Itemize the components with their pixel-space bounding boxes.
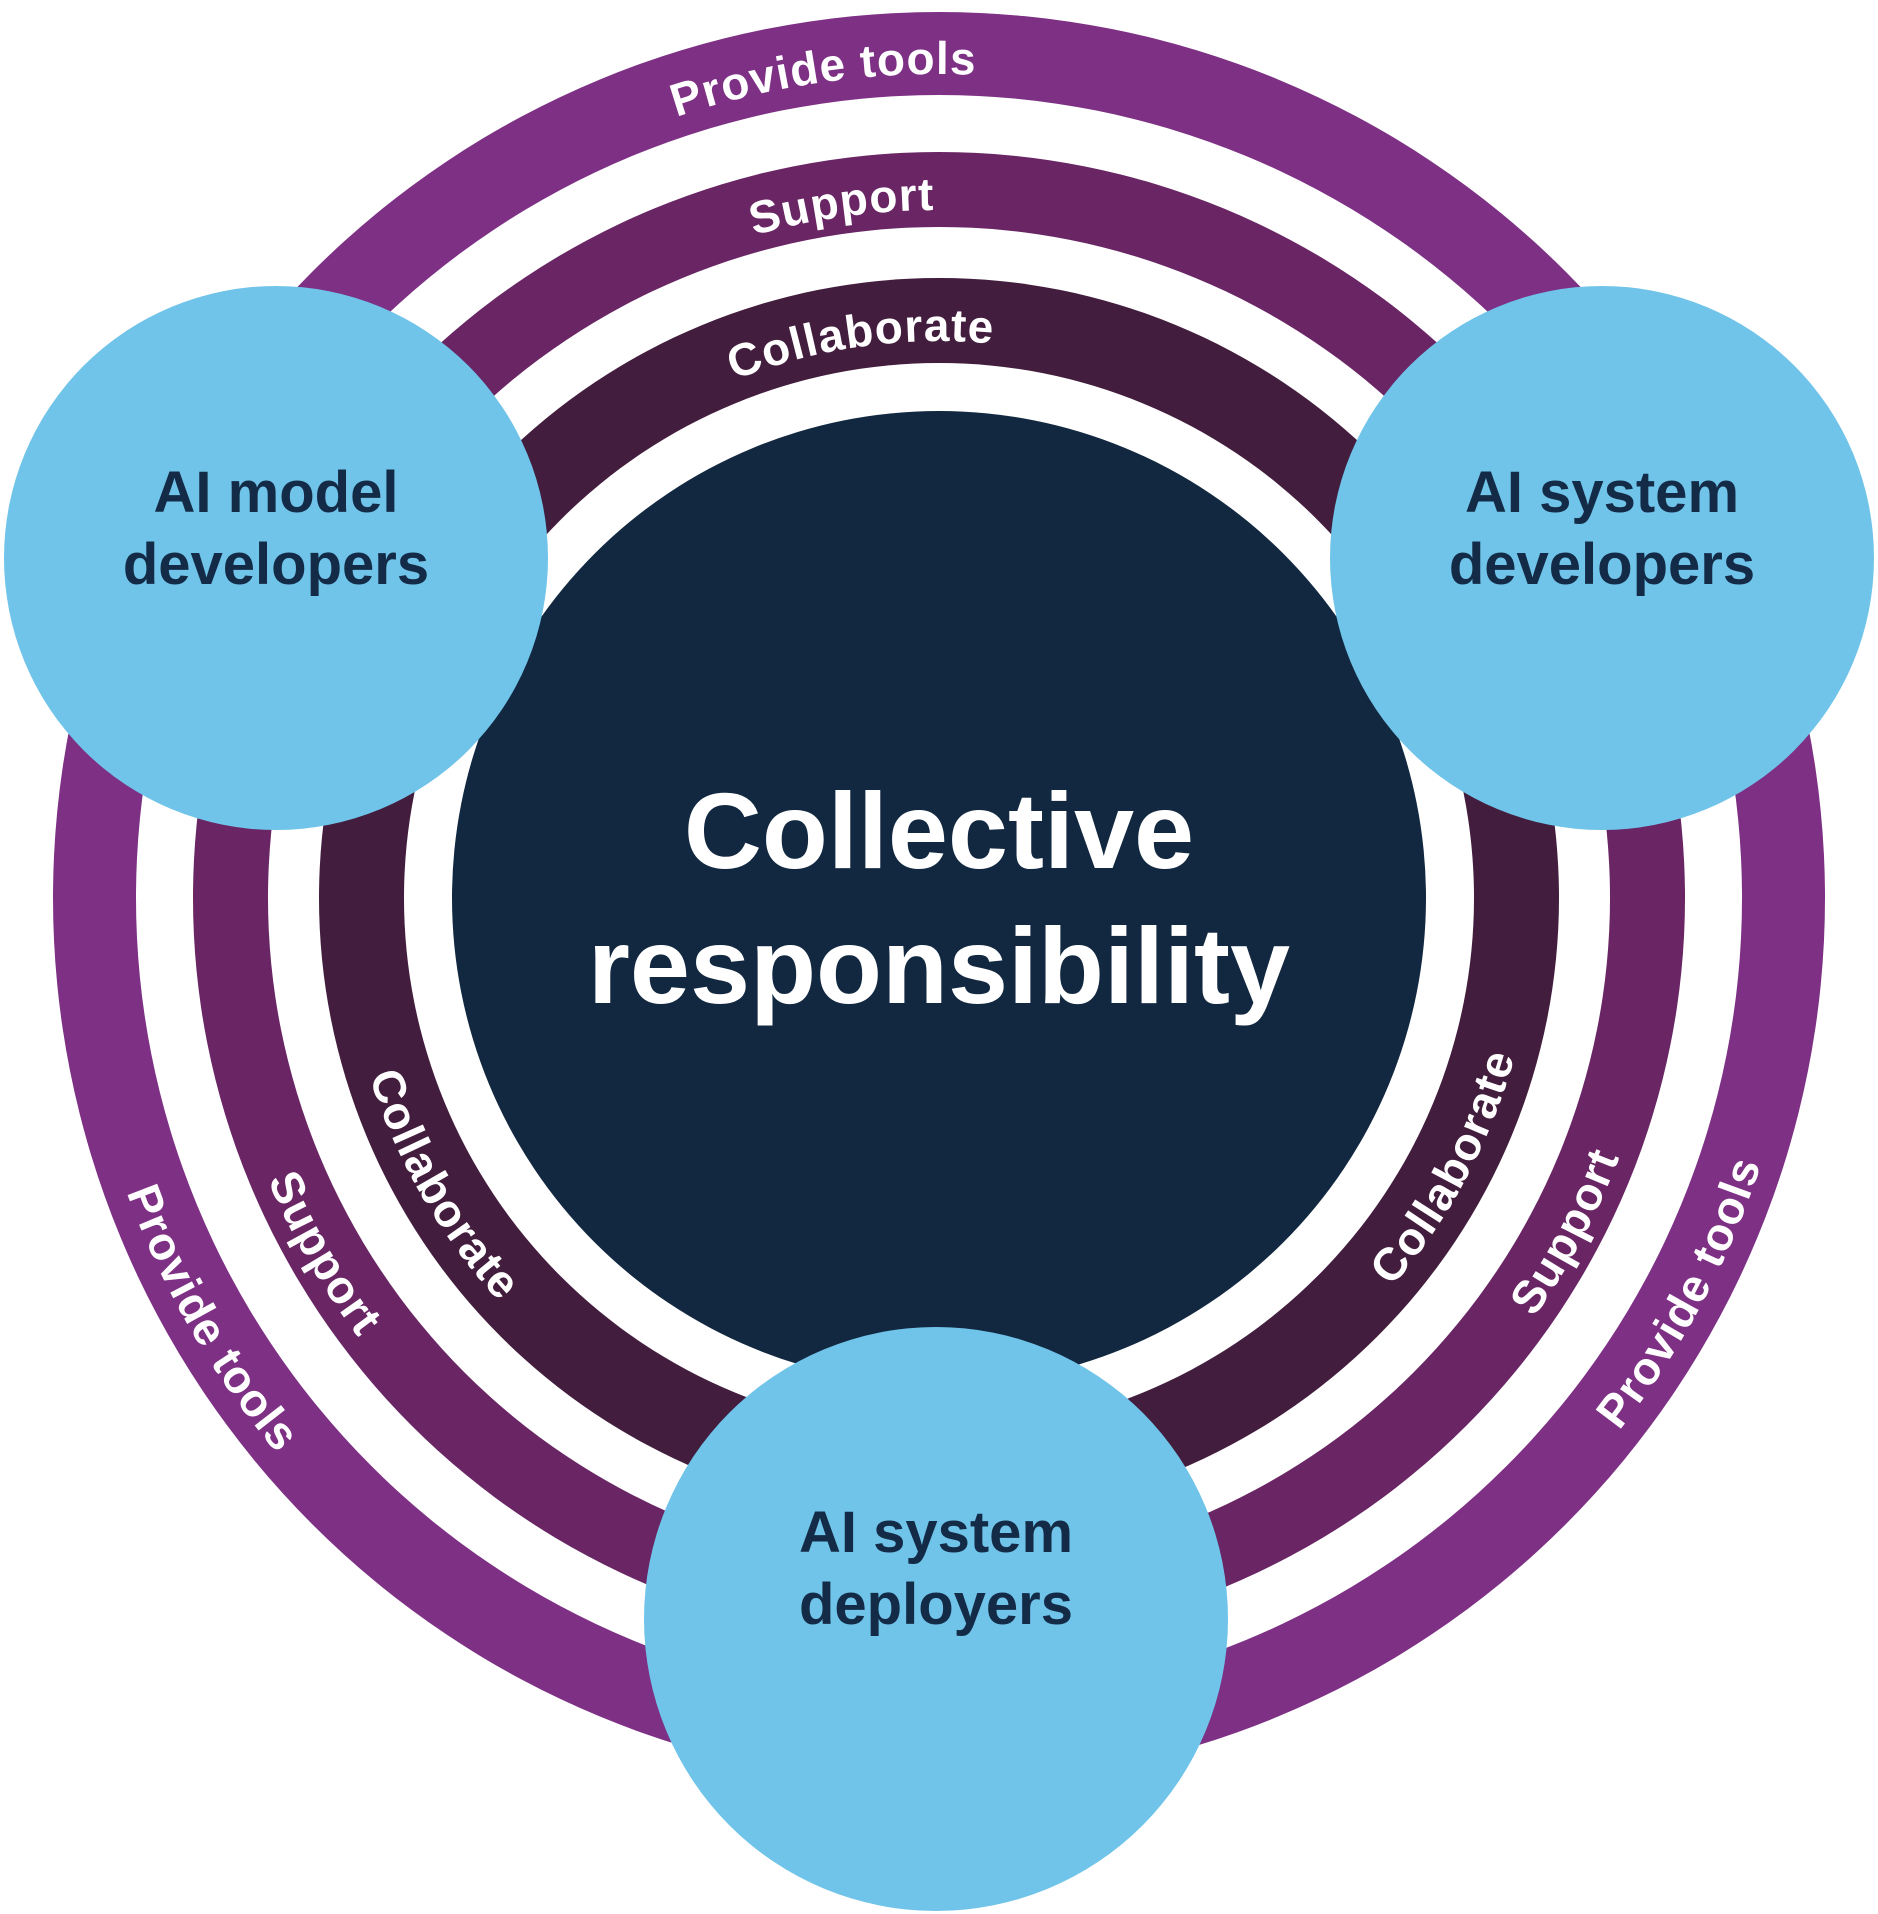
stakeholder-label-line: AI system (799, 1500, 1073, 1565)
stakeholder-label-line: developers (1449, 532, 1755, 597)
stakeholder-label-line: AI system (1465, 460, 1739, 525)
stakeholder-label-ai-system-deployers: AI system deployers (799, 1500, 1073, 1637)
center-title-line1: Collective (684, 770, 1194, 891)
stakeholder-label-ai-model-developers: AI model developers (123, 460, 429, 597)
center-title-line2: responsibility (588, 905, 1290, 1026)
stakeholder-circle-ai-model-developers (4, 286, 548, 830)
stakeholder-label-line: deployers (799, 1572, 1073, 1637)
stakeholder-circle-ai-system-developers (1330, 286, 1874, 830)
center-circle (452, 411, 1426, 1385)
stakeholder-label-line: AI model (154, 460, 399, 525)
stakeholder-label-line: developers (123, 532, 429, 597)
stakeholder-label-ai-system-developers: AI system developers (1449, 460, 1755, 597)
center-title: Collective responsibility (588, 770, 1290, 1026)
stakeholder-circle-ai-system-deployers (644, 1327, 1228, 1911)
